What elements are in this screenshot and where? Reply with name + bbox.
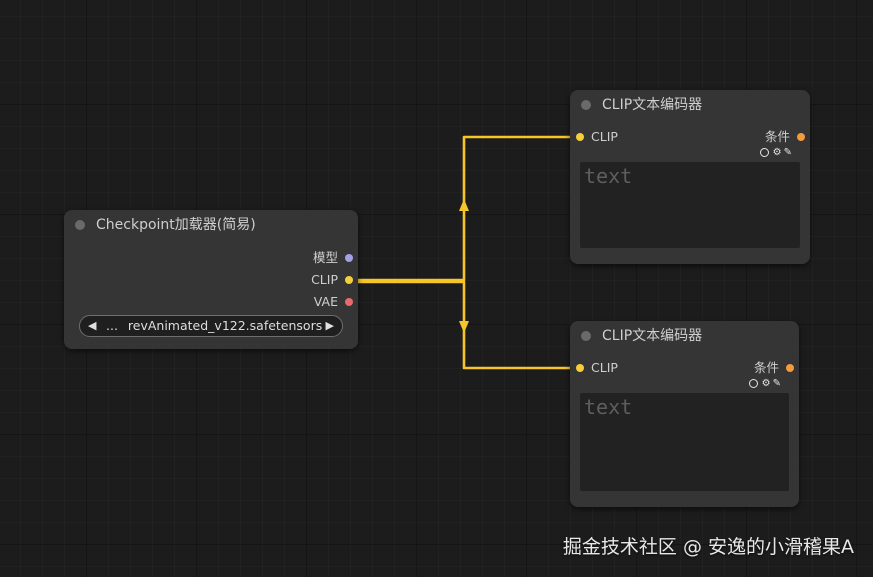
combo-selected-value: revAnimated_v122.safetensors xyxy=(127,318,323,333)
checkpoint-loader-node[interactable]: Checkpoint加载器(简易) 模型 CLIP VAE ◀ ... revA… xyxy=(64,210,358,349)
input-slot-clip[interactable]: CLIP xyxy=(570,359,684,377)
input-label-clip: CLIP xyxy=(591,129,618,144)
node-title-bar[interactable]: Checkpoint加载器(简易) xyxy=(64,210,358,240)
node-title-bar[interactable]: CLIP文本编码器 xyxy=(570,90,810,120)
output-dot-clip-icon[interactable] xyxy=(345,276,353,284)
output-slot-clip[interactable]: CLIP xyxy=(64,271,358,289)
combo-prev-arrow-icon[interactable]: ◀ xyxy=(88,319,97,332)
node-title: Checkpoint加载器(简易) xyxy=(96,217,256,233)
circle-icon[interactable] xyxy=(748,378,758,388)
output-slot-conditioning[interactable]: 条件 xyxy=(684,359,799,377)
output-dot-model-icon[interactable] xyxy=(345,254,353,262)
brush-icon[interactable]: ✎ xyxy=(783,147,794,158)
input-dot-clip-icon[interactable] xyxy=(576,364,584,372)
brush-icon[interactable]: ✎ xyxy=(772,378,783,389)
combo-prefix: ... xyxy=(106,318,118,333)
widget-toolbar: ⚙✎ xyxy=(759,147,794,158)
watermark-text: 掘金技术社区 @ 安逸的小滑稽果A xyxy=(562,536,854,558)
node-title-bar[interactable]: CLIP文本编码器 xyxy=(570,321,799,351)
input-label-clip: CLIP xyxy=(591,360,618,375)
clip-text-encode-node-top[interactable]: CLIP文本编码器 CLIP 条件 ⚙✎ text xyxy=(570,90,810,264)
input-dot-clip-icon[interactable] xyxy=(576,133,584,141)
output-label-clip: CLIP xyxy=(311,272,338,287)
output-dot-conditioning-icon[interactable] xyxy=(797,133,805,141)
clip-text-encode-node-bottom[interactable]: CLIP文本编码器 CLIP 条件 ⚙✎ text xyxy=(570,321,799,507)
output-slot-conditioning[interactable]: 条件 xyxy=(690,128,810,146)
output-label-vae: VAE xyxy=(313,294,338,309)
combo-next-arrow-icon[interactable]: ▶ xyxy=(325,319,334,332)
gear-icon[interactable]: ⚙ xyxy=(761,378,773,389)
ckpt-name-combo[interactable]: ◀ ... revAnimated_v122.safetensors ▶ xyxy=(79,315,343,337)
combo-value: ... revAnimated_v122.safetensors xyxy=(106,316,322,336)
widget-toolbar: ⚙✎ xyxy=(748,378,783,389)
output-dot-conditioning-icon[interactable] xyxy=(786,364,794,372)
node-title: CLIP文本编码器 xyxy=(602,97,703,113)
collapse-dot-icon[interactable] xyxy=(581,331,591,341)
collapse-dot-icon[interactable] xyxy=(75,220,85,230)
collapse-dot-icon[interactable] xyxy=(581,100,591,110)
circle-icon[interactable] xyxy=(759,147,769,157)
text-prompt-input[interactable]: text xyxy=(580,162,800,248)
gear-icon[interactable]: ⚙ xyxy=(772,147,784,158)
text-prompt-input[interactable]: text xyxy=(580,393,789,491)
output-dot-vae-icon[interactable] xyxy=(345,298,353,306)
output-slot-vae[interactable]: VAE xyxy=(64,293,358,311)
node-title: CLIP文本编码器 xyxy=(602,328,703,344)
input-slot-clip[interactable]: CLIP xyxy=(570,128,690,146)
output-label-conditioning: 条件 xyxy=(753,360,779,375)
output-label-conditioning: 条件 xyxy=(764,129,790,144)
output-slot-model[interactable]: 模型 xyxy=(64,249,358,267)
output-label-model: 模型 xyxy=(312,250,338,265)
